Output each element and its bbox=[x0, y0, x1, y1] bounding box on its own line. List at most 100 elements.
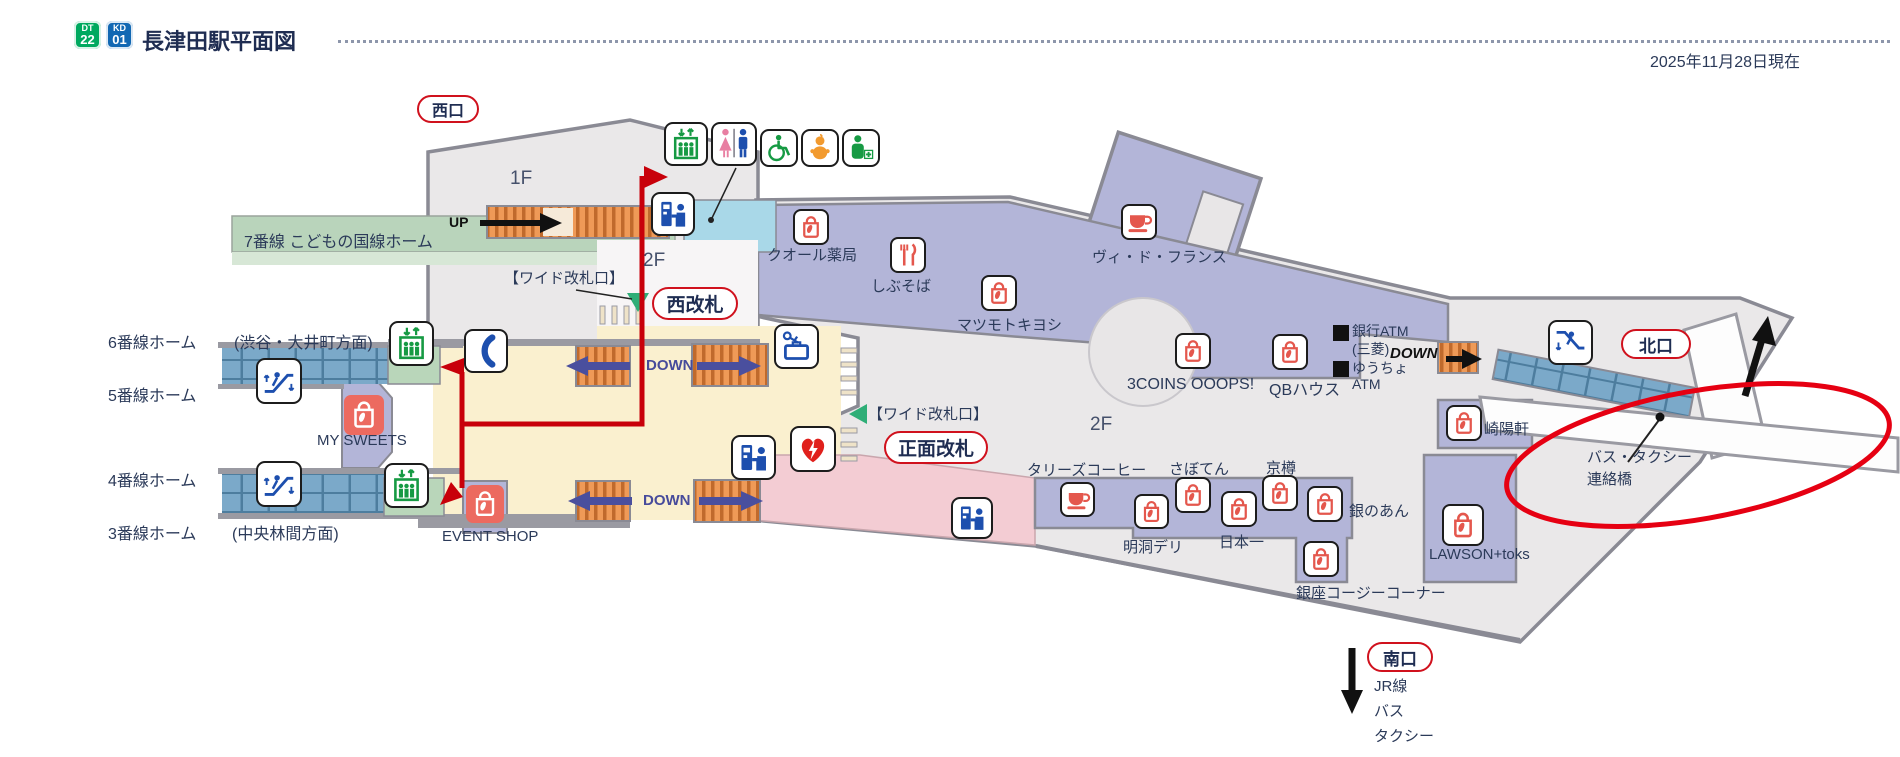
atm-label-yucho: ゆうちょ bbox=[1352, 360, 1408, 376]
atm-label-bank-mitsubishi: (三菱) bbox=[1352, 341, 1390, 357]
shop-bag-icon-kyotaru bbox=[1262, 475, 1298, 511]
wide-gate-main-marker bbox=[849, 404, 867, 424]
shop-label-qb-house: QBハウス bbox=[1269, 382, 1341, 399]
up-label: UP bbox=[449, 214, 469, 230]
baby-room-icon bbox=[801, 129, 839, 167]
escalator-down-icon-north bbox=[1548, 320, 1593, 365]
shop-label-matsumotokiyoshi: マツモトキヨシ bbox=[957, 317, 1063, 334]
cafe-cup-icon-vie-de-france bbox=[1121, 204, 1157, 240]
shop-label-nihonichi: 日本一 bbox=[1219, 534, 1265, 551]
shop-bag-icon-qol bbox=[793, 209, 829, 245]
exit-badge-north: 北口 bbox=[1621, 329, 1691, 359]
exit-badge-south: 南口 bbox=[1367, 642, 1433, 672]
shop-bag-icon-3coins bbox=[1175, 333, 1211, 369]
down-label-north: DOWN bbox=[1390, 345, 1438, 362]
south-dest-bus: バス bbox=[1374, 703, 1405, 720]
south-exit-arrow bbox=[1341, 648, 1363, 714]
shop-bag-icon-nihonichi bbox=[1221, 491, 1257, 527]
down-arrows bbox=[566, 356, 763, 511]
down-label-upper: DOWN bbox=[646, 357, 694, 374]
west-gate-ticks bbox=[599, 305, 642, 325]
ticket-machine-icon-main bbox=[731, 435, 776, 480]
gate-badge-main: 正面改札 bbox=[884, 431, 988, 464]
shop-bag-icon-saboten bbox=[1175, 477, 1211, 513]
ticket-machine-icon-south bbox=[951, 497, 993, 539]
shop-bag-icon-qb-house bbox=[1272, 334, 1308, 370]
shop-label-vie-de-france: ヴィ・ド・フランス bbox=[1092, 249, 1227, 266]
shop-label-ginnoan: 銀のあん bbox=[1349, 503, 1410, 520]
restaurant-icon-shibusoba bbox=[890, 237, 926, 273]
shop-label-kiyoken: 崎陽軒 bbox=[1484, 421, 1530, 438]
atm-label-yucho-atm: ATM bbox=[1352, 376, 1381, 392]
shop-label-shibusoba: しぶそば bbox=[871, 278, 932, 295]
shop-label-event-shop: EVENT SHOP bbox=[442, 528, 539, 545]
shop-bag-icon-kiyoken bbox=[1446, 405, 1482, 441]
platform6-label: 6番線ホーム bbox=[108, 335, 197, 352]
wide-gate-main-label: 【ワイド改札口】 bbox=[868, 406, 989, 423]
yucho-atm-marker bbox=[1333, 361, 1349, 377]
platform3-label: 3番線ホーム bbox=[108, 526, 197, 543]
shop-bag-icon-myeongdong bbox=[1134, 494, 1169, 529]
bank-atm-marker bbox=[1333, 325, 1349, 341]
shop-label-saboten: さぼてん bbox=[1169, 461, 1230, 478]
cafe-cup-icon-tullys bbox=[1060, 482, 1095, 517]
bus-taxi-bridge bbox=[1478, 395, 1900, 474]
south-dest-taxi: タクシー bbox=[1374, 728, 1435, 745]
elevator-icon bbox=[664, 122, 708, 166]
down-arrow-north bbox=[1446, 349, 1482, 369]
shop-label-qol: クオール薬局 bbox=[767, 247, 858, 264]
toilet-icon bbox=[711, 122, 757, 166]
line-badge-kd: KD 01 bbox=[106, 21, 133, 49]
shop-label-kyotaru: 京樽 bbox=[1266, 460, 1297, 477]
shop-label-myeongdong-deli: 明洞デリ bbox=[1123, 539, 1184, 556]
shop-bag-icon-event-shop bbox=[466, 485, 504, 523]
shop-bag-icon-my-sweets bbox=[344, 395, 384, 435]
nursing-room-icon bbox=[842, 129, 880, 167]
floor-label-2f-center: 2F bbox=[1090, 414, 1113, 435]
shop-label-3coins: 3COINS OOOPS! bbox=[1127, 376, 1255, 393]
platform3-direction: (中央林間方面) bbox=[232, 526, 339, 543]
header-divider bbox=[338, 40, 1890, 43]
gate-badge-west: 西改札 bbox=[652, 287, 738, 320]
wheelchair-icon bbox=[760, 129, 798, 167]
page-title: 長津田駅平面図 bbox=[142, 29, 297, 54]
bridge-highlight-ellipse bbox=[1504, 381, 1892, 529]
floor-label-2f-west: 2F bbox=[643, 250, 666, 271]
shop-bag-icon-lawson bbox=[1442, 504, 1484, 546]
main-gate-ticks bbox=[840, 347, 858, 462]
shop-label-tullys: タリーズコーヒー bbox=[1027, 462, 1147, 479]
shop-bag-icon-cozy-corner bbox=[1303, 541, 1339, 577]
elevator-icon-upper-platform bbox=[389, 321, 434, 366]
down-label-lower: DOWN bbox=[643, 492, 691, 509]
shop-bag-icon-matsumotokiyoshi bbox=[981, 275, 1017, 311]
coin-locker-icon bbox=[774, 324, 819, 369]
platform-4-3-tiles bbox=[222, 474, 388, 513]
platform-6-5-tiles bbox=[222, 348, 388, 384]
platform6-direction: (渋谷・大井町方面) bbox=[234, 335, 373, 352]
floor-label-1f: 1F bbox=[510, 168, 533, 189]
line-badge-dt: DT 22 bbox=[74, 21, 101, 49]
shop-label-lawson: LAWSON+toks bbox=[1429, 546, 1530, 563]
platform4-label: 4番線ホーム bbox=[108, 473, 197, 490]
ticket-machine-icon-west bbox=[651, 192, 695, 236]
map-date: 2025年11月28日現在 bbox=[1650, 54, 1801, 71]
shop-label-cozy-corner: 銀座コージーコーナー bbox=[1296, 585, 1446, 602]
bridge-label-line2: 連絡橋 bbox=[1587, 471, 1633, 488]
platform5-label: 5番線ホーム bbox=[108, 388, 197, 405]
shop-bag-icon-ginnoan bbox=[1307, 486, 1343, 522]
up-arrow-west bbox=[480, 213, 562, 233]
barrier-free-route bbox=[440, 166, 668, 505]
platform7-strip-light bbox=[232, 252, 675, 265]
aed-icon bbox=[790, 426, 836, 472]
escalator-icon-upper-platform bbox=[256, 358, 302, 404]
platform7-label: 7番線 こどもの国線ホーム bbox=[244, 234, 433, 251]
escalator-icon-lower-platform bbox=[256, 461, 302, 507]
bridge-label-line1: バス・タクシー bbox=[1587, 449, 1693, 466]
atm-label-bank: 銀行ATM bbox=[1352, 323, 1409, 339]
wide-gate-west-label: 【ワイド改札口】 bbox=[504, 270, 625, 287]
public-phone-icon bbox=[464, 329, 508, 373]
south-dest-jr: JR線 bbox=[1374, 678, 1408, 695]
exit-badge-west: 西口 bbox=[417, 95, 479, 123]
elevator-icon-lower-platform bbox=[384, 463, 429, 508]
